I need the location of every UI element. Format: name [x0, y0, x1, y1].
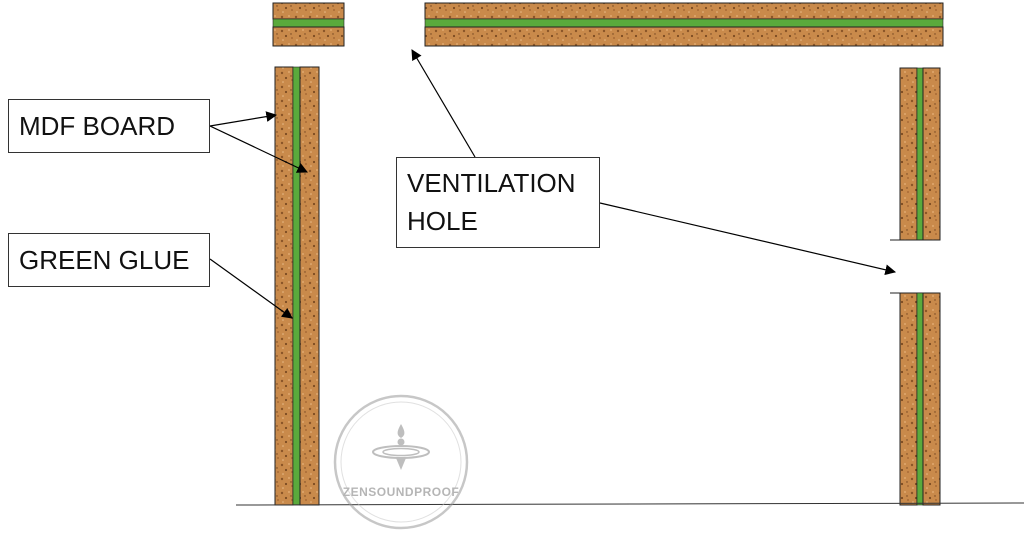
top-left-panel: [272, 2, 345, 47]
top-right-panel: [424, 2, 944, 47]
mdf-arrow-2: [209, 125, 308, 173]
vent-arrow-top: [411, 49, 476, 158]
watermark-ring-inner: [340, 401, 462, 523]
floor-line: [235, 502, 1024, 506]
watermark-ring: [333, 394, 469, 530]
glue-arrow: [209, 258, 293, 319]
watermark-text: ZENSOUNDPROOF: [343, 485, 460, 499]
mdf-board-label: MDF BOARD: [8, 99, 210, 153]
ventilation-hole-label-line2: HOLE: [407, 206, 478, 236]
right-wall-lower-panel: [890, 292, 941, 506]
zensoundproof-watermark: ZENSOUNDPROOF: [333, 394, 469, 530]
ventilation-hole-label-line1: VENTILATION: [407, 168, 576, 198]
mdf-arrow-1: [209, 111, 278, 127]
right-wall-upper-panel: [890, 67, 941, 241]
green-glue-label: GREEN GLUE: [8, 233, 210, 287]
ventilation-hole-label: VENTILATION HOLE: [396, 157, 600, 248]
left-wall-panel: [274, 66, 320, 506]
vent-arrow-right: [599, 202, 897, 276]
water-drop-icon: [372, 424, 430, 470]
annotation-arrows: [209, 49, 897, 319]
